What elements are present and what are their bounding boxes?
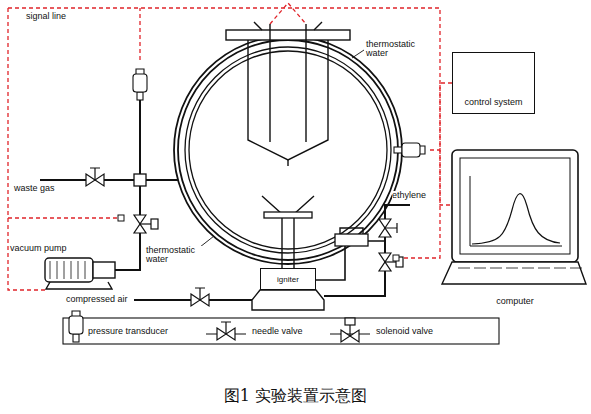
- pump-fin: [64, 261, 65, 279]
- needle-valve-symbol: [86, 168, 104, 186]
- chart-axis: [470, 176, 562, 246]
- laptop-display: [460, 158, 570, 254]
- transducer-stem: [394, 147, 402, 153]
- laptop-screen: [452, 150, 578, 262]
- part-label: thermostatic water: [366, 40, 424, 59]
- transducer-cap: [420, 146, 425, 154]
- valve-stem: [349, 325, 350, 336]
- bottom-flange: [264, 212, 312, 218]
- keyboard-key: [554, 268, 566, 269]
- part-label: vacuum pump: [10, 244, 67, 253]
- vessel-wall: [178, 40, 398, 260]
- transducer-stem: [137, 92, 143, 100]
- valve-coil: [345, 318, 355, 325]
- keyboard-key: [522, 268, 534, 269]
- valve-stem: [195, 288, 205, 300]
- transducer-cap: [72, 311, 80, 316]
- pump-foot: [46, 282, 112, 289]
- waste-gas-line: [40, 179, 178, 181]
- electrode-tip: [254, 22, 322, 166]
- igniter-base: [252, 290, 324, 310]
- pressure-transducer-symbol: [394, 143, 425, 157]
- ethylene-line: [324, 205, 410, 296]
- transducer-body: [402, 143, 420, 157]
- valve-stem: [90, 168, 100, 180]
- legend-frame: [63, 318, 499, 344]
- part-label: waste gas: [14, 184, 55, 193]
- keyboard-key: [506, 268, 518, 269]
- valve-coil: [151, 219, 158, 229]
- electrode-rod: [270, 24, 306, 142]
- valve-signal-box: [118, 215, 124, 221]
- node-label: igniter: [277, 275, 299, 284]
- part-label: compressed air: [66, 295, 128, 304]
- valve-stem: [221, 322, 231, 334]
- solenoid-valve-symbol: [379, 253, 403, 271]
- node-label: computer: [496, 296, 534, 306]
- needle-valve-symbol: [191, 288, 209, 306]
- node-box: control system: [452, 52, 535, 114]
- transducer-body: [133, 74, 147, 92]
- node-label: control system: [464, 97, 522, 107]
- solenoid-valve-symbol: [134, 215, 158, 233]
- valve-stem: [385, 223, 397, 233]
- leader-line: [352, 50, 364, 58]
- igniter-stem: [282, 218, 294, 268]
- signal-line: [8, 217, 124, 218]
- valve-stem: [140, 223, 151, 224]
- mixing-chamber: [335, 234, 368, 246]
- legend-label: pressure transducer: [88, 326, 168, 336]
- part-label: thermostatic water: [146, 246, 202, 265]
- pump-motor: [45, 258, 93, 282]
- signal-connector: [440, 83, 452, 205]
- needle-valve-symbol: [379, 219, 397, 237]
- node-box: computer: [452, 150, 578, 306]
- pump-fin: [85, 261, 86, 279]
- signal-line: [430, 149, 440, 150]
- mixing-chamber-top: [340, 228, 363, 234]
- figure-caption: 图1 实验装置示意图: [0, 386, 591, 407]
- keyboard-key: [458, 268, 470, 269]
- keyboard-key: [538, 268, 550, 269]
- laptop-base: [442, 262, 586, 284]
- chart-curve: [472, 194, 560, 244]
- valve-signal-box: [393, 255, 399, 261]
- pump-fin: [71, 261, 72, 279]
- ignition-funnel: [262, 196, 314, 214]
- valve-stem: [385, 261, 396, 262]
- part-label: signal line: [26, 12, 66, 21]
- pressure-transducer-symbol: [133, 69, 147, 100]
- keyboard-key: [474, 268, 486, 269]
- signal-line: [270, 3, 306, 24]
- keyboard-key: [570, 268, 582, 269]
- transducer-cap: [136, 69, 144, 74]
- vessel-wall: [185, 47, 391, 253]
- transducer-stem: [73, 334, 79, 342]
- pump-fin: [57, 261, 58, 279]
- pressure-transducer-symbol: [69, 311, 83, 342]
- pump-fin: [78, 261, 79, 279]
- mixing-line: [316, 241, 385, 280]
- legend-label: needle valve: [252, 326, 303, 336]
- electrode-housing: [248, 40, 328, 160]
- pipe-cross: [134, 174, 146, 186]
- signal-line: [139, 8, 140, 60]
- vessel-wall: [174, 36, 402, 264]
- pump-head: [93, 262, 115, 278]
- legend-label: solenoid valve: [376, 326, 433, 336]
- signal-line: [8, 8, 440, 258]
- part-label: ethylene: [392, 191, 426, 200]
- solenoid-valve-symbol: [341, 318, 359, 342]
- leader-line: [200, 236, 214, 247]
- pump-fin: [50, 261, 51, 279]
- keyboard-key: [490, 268, 502, 269]
- vessel-wall: [189, 51, 387, 249]
- node-box: igniter: [260, 268, 316, 290]
- transducer-body: [69, 316, 83, 334]
- top-flange: [226, 30, 350, 40]
- needle-valve-symbol: [217, 322, 235, 340]
